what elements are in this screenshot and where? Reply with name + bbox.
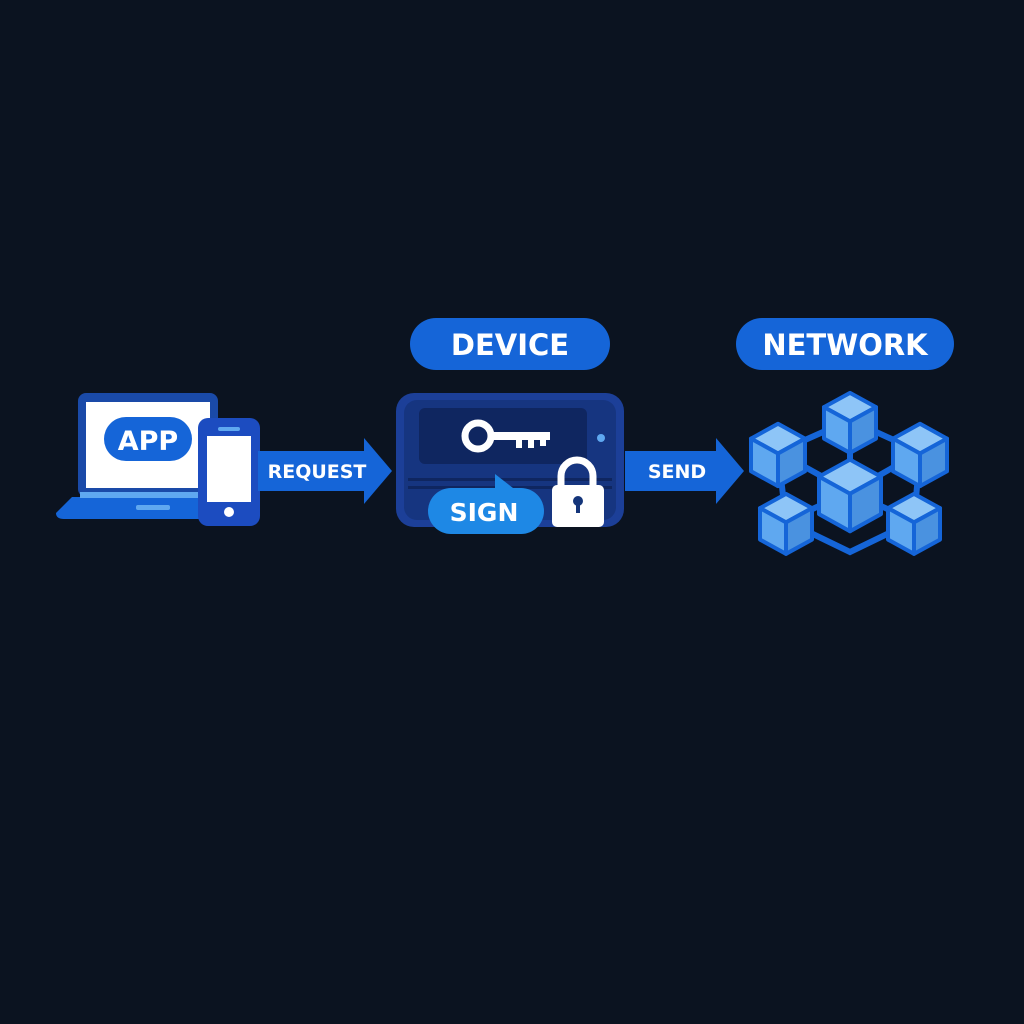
block-cube xyxy=(758,491,814,556)
app-badge: APP xyxy=(104,417,192,461)
request-label: REQUEST xyxy=(268,461,367,483)
blockchain-network-icon xyxy=(749,390,949,556)
sign-label: SIGN xyxy=(450,498,519,527)
app-label: APP xyxy=(118,426,178,457)
network-title-badge: NETWORK xyxy=(736,318,954,370)
network-nodes xyxy=(749,390,949,556)
send-label: SEND xyxy=(648,461,706,483)
app-group: APP xyxy=(56,393,260,526)
sign-badge: SIGN xyxy=(428,474,544,534)
request-arrow: REQUEST xyxy=(258,438,392,504)
lock-icon xyxy=(552,456,604,527)
send-arrow: SEND xyxy=(625,438,744,504)
block-cube xyxy=(891,421,949,489)
network-title: NETWORK xyxy=(762,328,929,362)
hardware-wallet-device: SIGN xyxy=(396,393,624,534)
device-title: DEVICE xyxy=(451,328,569,362)
key-icon xyxy=(461,419,550,453)
device-title-badge: DEVICE xyxy=(410,318,610,370)
block-cube xyxy=(817,457,883,534)
block-cube xyxy=(822,390,878,455)
block-cube xyxy=(749,421,807,489)
block-cube xyxy=(886,491,942,556)
smartphone-icon xyxy=(198,418,260,526)
